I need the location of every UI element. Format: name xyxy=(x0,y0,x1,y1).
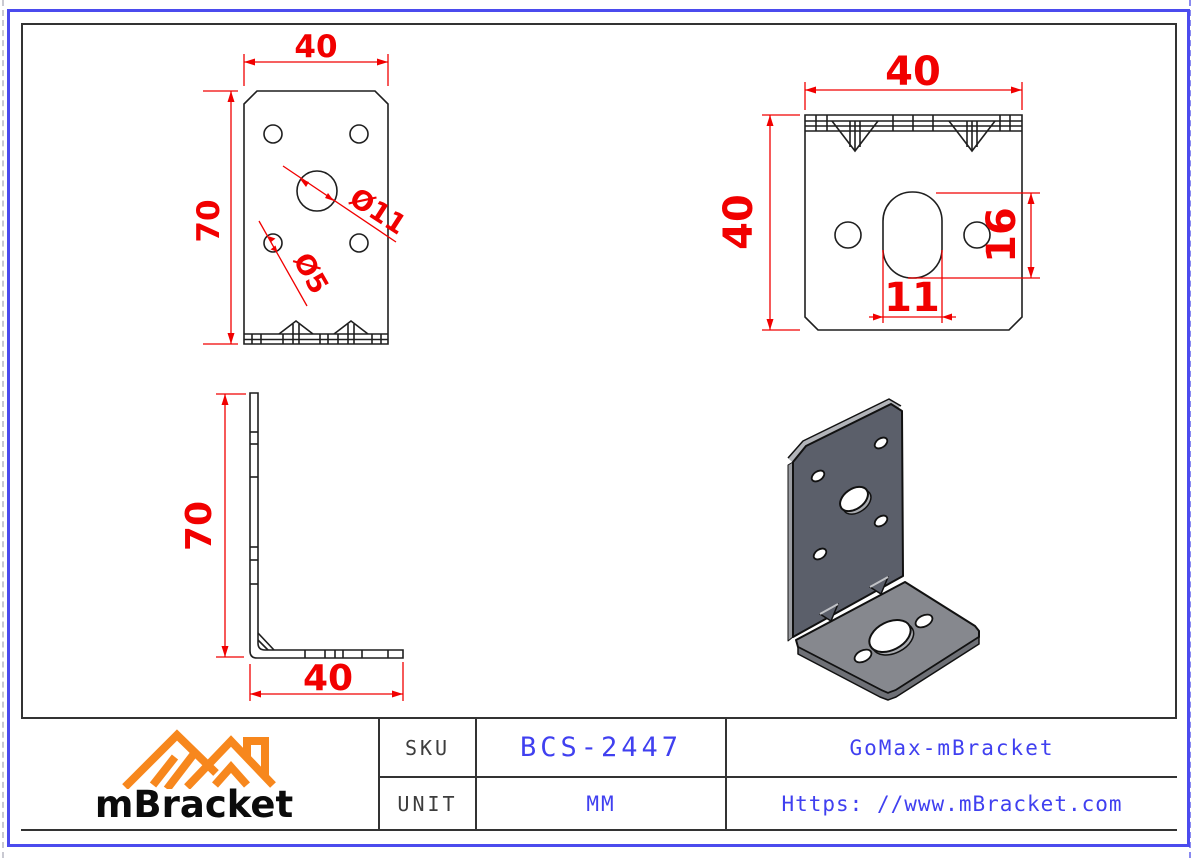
outer-border xyxy=(7,9,1190,847)
page-edge-right xyxy=(1189,0,1191,858)
unit-value: MM xyxy=(475,778,725,829)
top-dim-slot-length: 16 xyxy=(979,207,1025,263)
isometric-view xyxy=(787,398,980,701)
front-view-dimensions xyxy=(203,54,397,345)
front-dim-width: 40 xyxy=(294,29,337,65)
top-view xyxy=(804,114,1023,331)
side-dim-height: 70 xyxy=(179,501,220,551)
page-edge-left xyxy=(2,0,4,858)
title-block-grid: SKU BCS-2447 GoMax-mBracket UNIT MM Http… xyxy=(378,719,1177,829)
front-label-big-hole: Ø11 xyxy=(344,182,412,241)
brand-name: GoMax-mBracket xyxy=(725,719,1177,778)
website-url: Https: //www.mBracket.com xyxy=(725,778,1177,829)
base-slot xyxy=(868,619,915,656)
front-dim-height: 70 xyxy=(191,199,227,242)
title-block: mBracket SKU BCS-2447 GoMax-mBracket UNI… xyxy=(21,717,1177,829)
inner-frame xyxy=(21,23,1177,831)
mbracket-logo-icon xyxy=(122,729,276,789)
top-dim-width: 40 xyxy=(885,49,941,95)
logo-wordmark: mBracket xyxy=(94,783,294,826)
logo-cell: mBracket xyxy=(21,719,378,829)
side-view-dimensions xyxy=(216,393,404,701)
sku-label: SKU xyxy=(378,719,475,778)
sku-value: BCS-2447 xyxy=(475,719,725,778)
front-view xyxy=(243,90,389,345)
front-label-small-hole: Ø5 xyxy=(287,248,335,300)
face-hole-large xyxy=(839,485,872,515)
top-dim-height: 40 xyxy=(716,194,762,250)
top-view-dimensions xyxy=(762,82,1040,331)
side-view xyxy=(249,392,404,659)
top-dim-slot-width: 11 xyxy=(884,275,940,321)
unit-label: UNIT xyxy=(378,778,475,829)
side-dim-width: 40 xyxy=(303,658,353,699)
